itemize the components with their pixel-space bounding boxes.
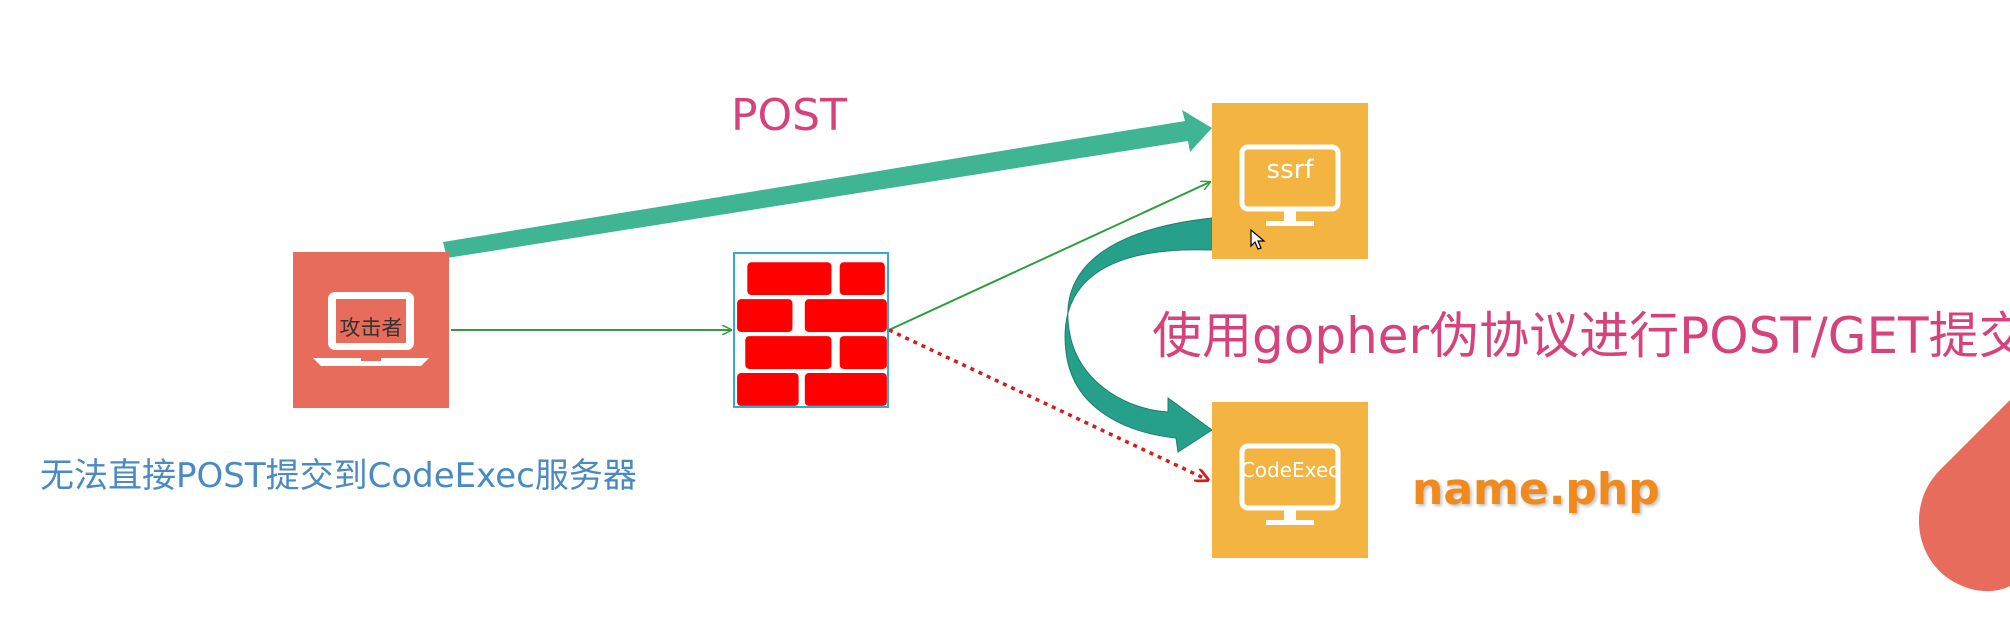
attacker-label: 攻击者: [339, 316, 403, 340]
post-arrow: [443, 110, 1212, 258]
gopher-note: 使用gopher伪协议进行POST/GET提交: [1152, 307, 2010, 365]
mouse-cursor-icon: [1250, 229, 1266, 250]
ssrf-label: ssrf: [1266, 155, 1314, 185]
monitor-icon: [1239, 144, 1341, 226]
post-edge-label: POST: [731, 90, 847, 141]
firewall-node[interactable]: [733, 252, 889, 408]
laptop-icon: [313, 292, 429, 366]
blocked-note: 无法直接POST提交到CodeExec服务器: [40, 456, 637, 496]
monitor-icon: [1239, 443, 1341, 525]
codeexec-label: CodeExec: [1240, 458, 1340, 482]
brick-wall-icon: [737, 262, 887, 406]
gopher-curved-arrow: [1064, 217, 1213, 453]
codeexec-server-node[interactable]: CodeExec: [1212, 402, 1368, 558]
ssrf-server-node[interactable]: ssrf: [1212, 103, 1368, 259]
firewall-to-ssrf-arrow: [888, 182, 1210, 331]
attacker-node[interactable]: 攻击者: [293, 252, 449, 408]
target-filename: name.php: [1412, 464, 1660, 515]
